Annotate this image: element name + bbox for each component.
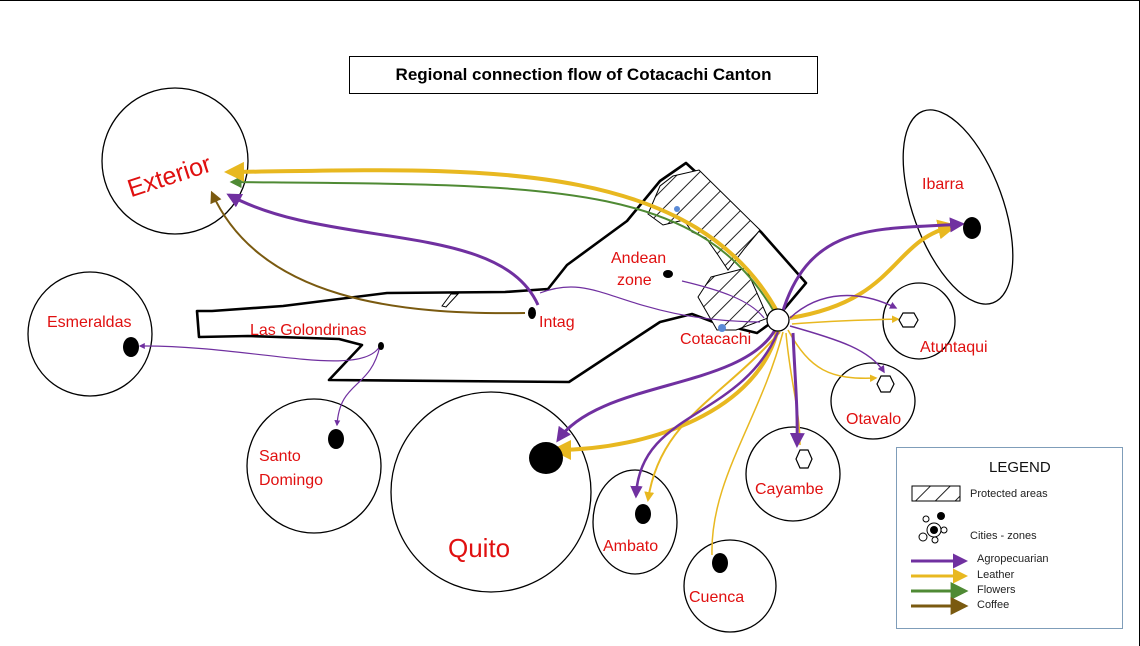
ambato-city-marker [635, 504, 651, 524]
otavalo-city-marker [876, 375, 895, 393]
legend-cities-zones-label: Cities - zones [970, 530, 1037, 542]
leather-flow-cotacachi-exterior [224, 161, 780, 314]
atuntaqui-city-marker [898, 312, 919, 328]
protected-area-intag [441, 293, 460, 308]
santo-domingo-label-line2: Domingo [259, 472, 323, 489]
cuenca-zone [683, 539, 777, 633]
atuntaqui-zone [882, 282, 956, 360]
exterior-label: Exterior [124, 150, 215, 203]
esmeraldas-city-marker [123, 337, 139, 357]
esmeraldas-label: Esmeraldas [47, 314, 131, 331]
ambato-label: Ambato [603, 538, 658, 555]
quito-zone [390, 391, 592, 593]
santo-domingo-city-marker [328, 429, 344, 449]
andean-zone-city-marker [663, 270, 673, 278]
cuenca-city-marker [712, 553, 728, 573]
leather-flow-cotacachi-ambato [644, 331, 781, 502]
cayambe-label: Cayambe [755, 481, 824, 498]
legend-flow-arrows [911, 553, 969, 615]
las-golondrinas-label: Las Golondrinas [250, 322, 367, 339]
leather-flow-cotacachi-atuntaqui [791, 315, 900, 325]
leather-flow-cotacachi-ibarra [789, 219, 958, 320]
cayambe-city-marker [795, 449, 813, 469]
agro-flow-intag-exterior [226, 193, 540, 306]
legend: LEGEND Protected areas Cities - zones Ag… [896, 447, 1123, 629]
leather-flow-cotacachi-cuenca [711, 331, 784, 556]
agro-flow-cotacachi-ibarra [780, 217, 965, 315]
legend-leather-label: Leather [977, 569, 1015, 581]
flowers-flow-cotacachi-exterior [229, 176, 777, 316]
legend-coffee-label: Coffee [977, 599, 1010, 611]
quito-label: Quito [448, 533, 510, 563]
lake-marker [718, 324, 726, 332]
agro-flow-cotacachi-otavalo [789, 325, 885, 374]
santo-domingo-zone [246, 398, 382, 534]
agro-flow-cotacachi-quito [556, 329, 777, 443]
agro-flow-golondrinas-esmeraldas [138, 342, 381, 362]
ambato-zone [592, 469, 678, 575]
legend-protected-areas-label: Protected areas [970, 488, 1048, 500]
cotacachi-label: Cotacachi [680, 331, 751, 348]
atuntaqui-label: Atuntaqui [920, 339, 988, 356]
ibarra-label: Ibarra [922, 176, 964, 193]
otavalo-zone [830, 362, 916, 440]
cotacachi-city-marker [766, 308, 790, 332]
cuenca-label: Cuenca [689, 589, 744, 606]
agro-flow-cotacachi-atuntaqui [789, 294, 898, 319]
diagram-title: Regional connection flow of Cotacachi Ca… [349, 56, 818, 94]
andean-zone-label-line1: Andean [611, 250, 666, 267]
agro-flow-andean-cotacachi [681, 280, 765, 319]
intag-city-marker [528, 307, 536, 319]
legend-title: LEGEND [989, 459, 1051, 476]
leather-flow-cotacachi-quito [551, 327, 780, 460]
lake-marker [674, 206, 680, 212]
ibarra-city-marker [963, 217, 981, 239]
santo-domingo-label-line1: Santo [259, 448, 301, 465]
legend-flowers-label: Flowers [977, 584, 1016, 596]
coffee-flow-intag-exterior [210, 190, 526, 315]
agro-flow-cotacachi-cayambe [789, 332, 805, 448]
leather-flow-cotacachi-otavalo [787, 329, 878, 383]
andean-zone-label-line2: zone [617, 272, 652, 289]
protected-areas-swatch [911, 485, 961, 502]
agro-flow-golondrinas-santodomingo [334, 345, 381, 427]
cayambe-zone [745, 426, 841, 522]
intag-label: Intag [539, 314, 575, 331]
quito-city-marker [529, 442, 563, 474]
ibarra-zone [902, 109, 1014, 305]
esmeraldas-zone [27, 271, 153, 397]
cities-zones-icon [918, 512, 948, 544]
otavalo-label: Otavalo [846, 411, 901, 428]
agro-flow-intag-cotacachi [539, 286, 761, 323]
agro-flow-cotacachi-ambato [630, 331, 780, 499]
exterior-zone [101, 87, 249, 235]
legend-agropecuarian-label: Agropecuarian [977, 553, 1049, 565]
las-golondrinas-city-marker [378, 342, 384, 350]
